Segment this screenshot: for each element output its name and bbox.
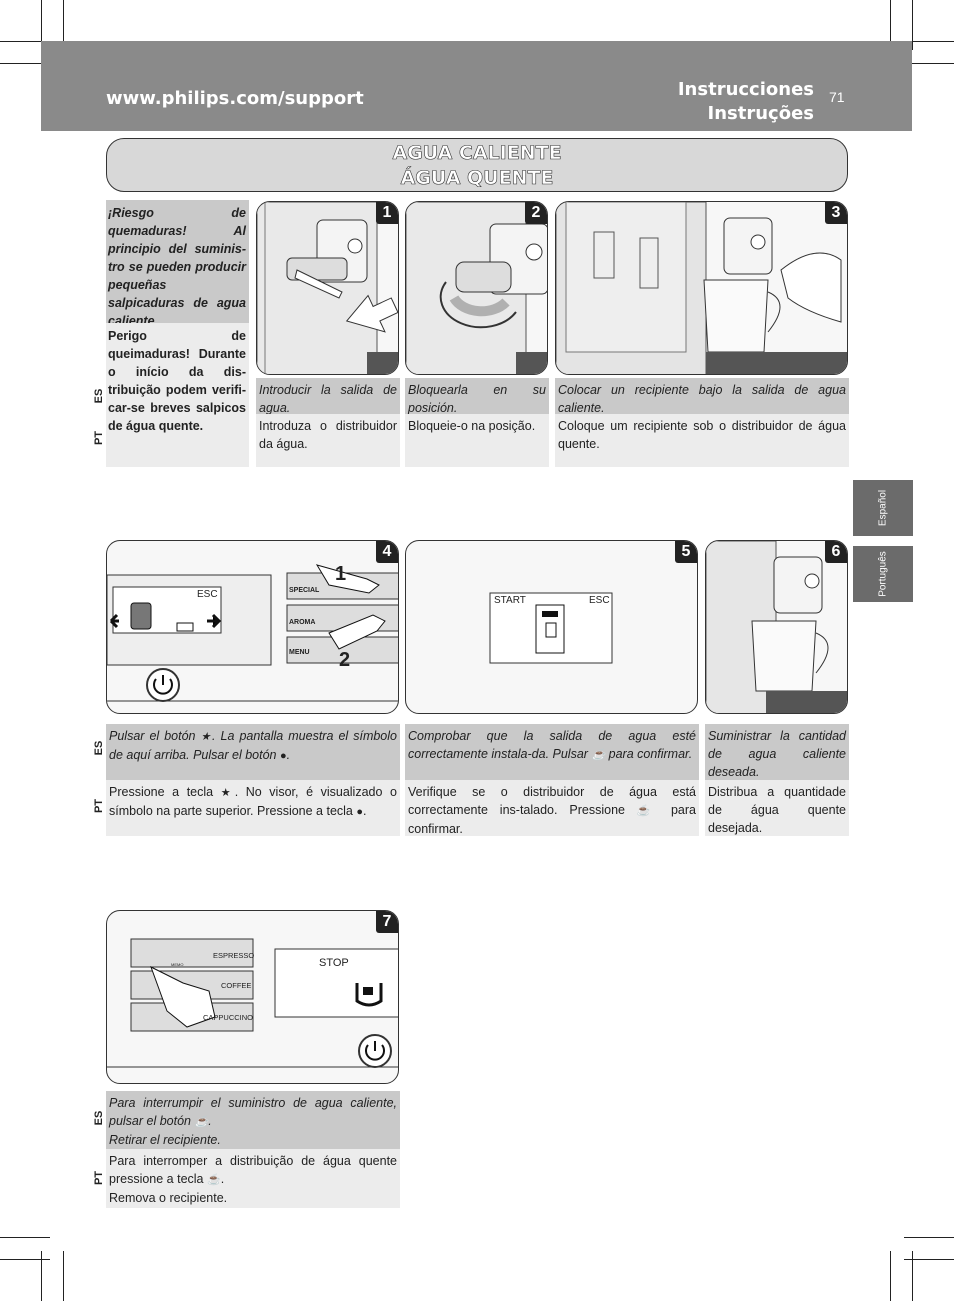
special-button-icon: ★ [220,787,235,799]
crop-mark [912,0,913,50]
caption-pt-step-5: Verifique se o distribuidor de água está… [405,780,699,836]
display-esc-label: ESC [589,595,610,606]
caption-pt-step-1: Introduza o distribuidor da água. [256,414,400,467]
lang-label-es: ES [93,1110,105,1126]
figure-step-3: 3 [555,201,848,375]
step-number: 3 [825,202,847,224]
special-button-label[interactable]: SPECIAL [289,587,320,594]
cappuccino-button-label[interactable]: CAPPUCCINO [203,1013,254,1022]
caption-es-step-2: Bloquearla en su posición. [405,378,549,415]
memo-cup-icon: ☕ [591,749,606,761]
crop-mark [41,1251,42,1301]
section-banner: AGUA CALIENTE ÁGUA QUENTE [106,138,848,192]
step-number: 2 [525,202,547,224]
crop-mark [904,1259,954,1260]
caption-es-step-3: Colocar un recipiente bajo la salida de … [555,378,849,415]
menu-button-label[interactable]: MENU [289,649,310,656]
caption-es-step-7: Para interrumpir el suministro de agua c… [106,1091,400,1149]
crop-mark [890,0,891,50]
step-number: 7 [376,911,398,933]
warning-pt: Perigo de queimaduras! Durante o início … [106,323,249,467]
memo-label: MEMO [171,962,184,967]
crop-mark [0,1237,50,1238]
crop-mark [41,0,42,50]
figure-step-7: ESPRESSO COFFEE CAPPUCCINO MEMO STOP 7 [106,910,399,1084]
support-url: www.philips.com/support [106,88,364,109]
aroma-button-icon: ● [279,750,287,762]
side-tab-es: Español [853,480,913,536]
title-es: Instrucciones [677,79,814,100]
memo-cup-icon: ☕ [636,805,660,817]
caption-pt-step-2: Bloqueie-o na posição. [405,414,549,467]
step-number: 6 [825,541,847,563]
figure-step-5: START ESC 5 [405,540,698,714]
illustration-insert-nozzle [257,202,398,374]
callout-2: 2 [339,649,351,671]
lang-label-pt: PT [93,430,105,446]
crop-mark [63,1251,64,1301]
lang-label-es: ES [93,740,105,756]
memo-cup-icon: ☕ [194,1116,209,1128]
caption-pt-step-3: Coloque um recipiente sob o distribuidor… [555,414,849,467]
figure-step-4: ESC SPECIAL AROMA MENU 1 2 4 [106,540,399,714]
crop-mark [0,63,50,64]
step-number: 4 [376,541,398,563]
display-stop-label: STOP [319,957,349,969]
caption-pt-step-6: Distribua a quantidade de água quente de… [705,780,849,836]
step-number: 5 [675,541,697,563]
memo-cup-icon: ☕ [207,1174,221,1186]
display-start-label: START [494,595,526,606]
lang-label-es: ES [93,388,105,404]
step-number: 1 [376,202,398,224]
illustration-dispense-water [706,541,847,713]
figure-step-2: 2 [405,201,548,375]
aroma-button-label[interactable]: AROMA [289,619,316,626]
figure-step-6: 6 [705,540,848,714]
crop-mark [0,41,50,42]
coffee-button-label[interactable]: COFFEE [221,981,252,990]
caption-es-step-1: Introducir la salida de agua. [256,378,400,415]
crop-mark [890,1251,891,1301]
special-button-icon: ★ [200,731,212,743]
illustration-display-start [489,592,613,664]
crop-mark [912,1251,913,1301]
espresso-button-label[interactable]: ESPRESSO [213,951,255,960]
caption-es-step-4: Pulsar el botón ★. La pantalla muestra e… [106,724,400,780]
warning-es: ¡Riesgo de quemaduras! Al principio del … [106,200,249,328]
illustration-stop-dispensing [107,938,398,1068]
illustration-place-container [556,202,847,374]
title-pt: Instruções [707,103,814,124]
page-number: 71 [829,89,845,105]
banner-title-es: AGUA CALIENTE [392,142,562,165]
page-title: Instrucciones Instruções [678,78,814,126]
caption-pt-step-4: Pressione a tecla ★. No visor, é visuali… [106,780,400,836]
illustration-lock-nozzle [406,202,547,374]
figure-step-1: 1 [256,201,399,375]
crop-mark [904,63,954,64]
display-esc-label: ESC [197,589,218,600]
lang-label-pt: PT [93,1170,105,1186]
callout-1: 1 [335,563,347,585]
page-header [41,41,912,131]
caption-es-step-6: Suministrar la cantidad de agua caliente… [705,724,849,780]
lang-label-pt: PT [93,798,105,814]
crop-mark [0,1259,50,1260]
banner-title-pt: ÁGUA QUENTE [400,167,554,190]
side-tab-pt: Português [853,546,913,602]
caption-es-step-5: Comprobar que la salida de agua esté cor… [405,724,699,780]
crop-mark [904,1237,954,1238]
crop-mark [63,0,64,50]
aroma-button-icon: ● [356,806,364,818]
crop-mark [904,41,954,42]
illustration-control-panel [107,564,398,702]
caption-pt-step-7: Para interromper a distribuição de água … [106,1149,400,1208]
